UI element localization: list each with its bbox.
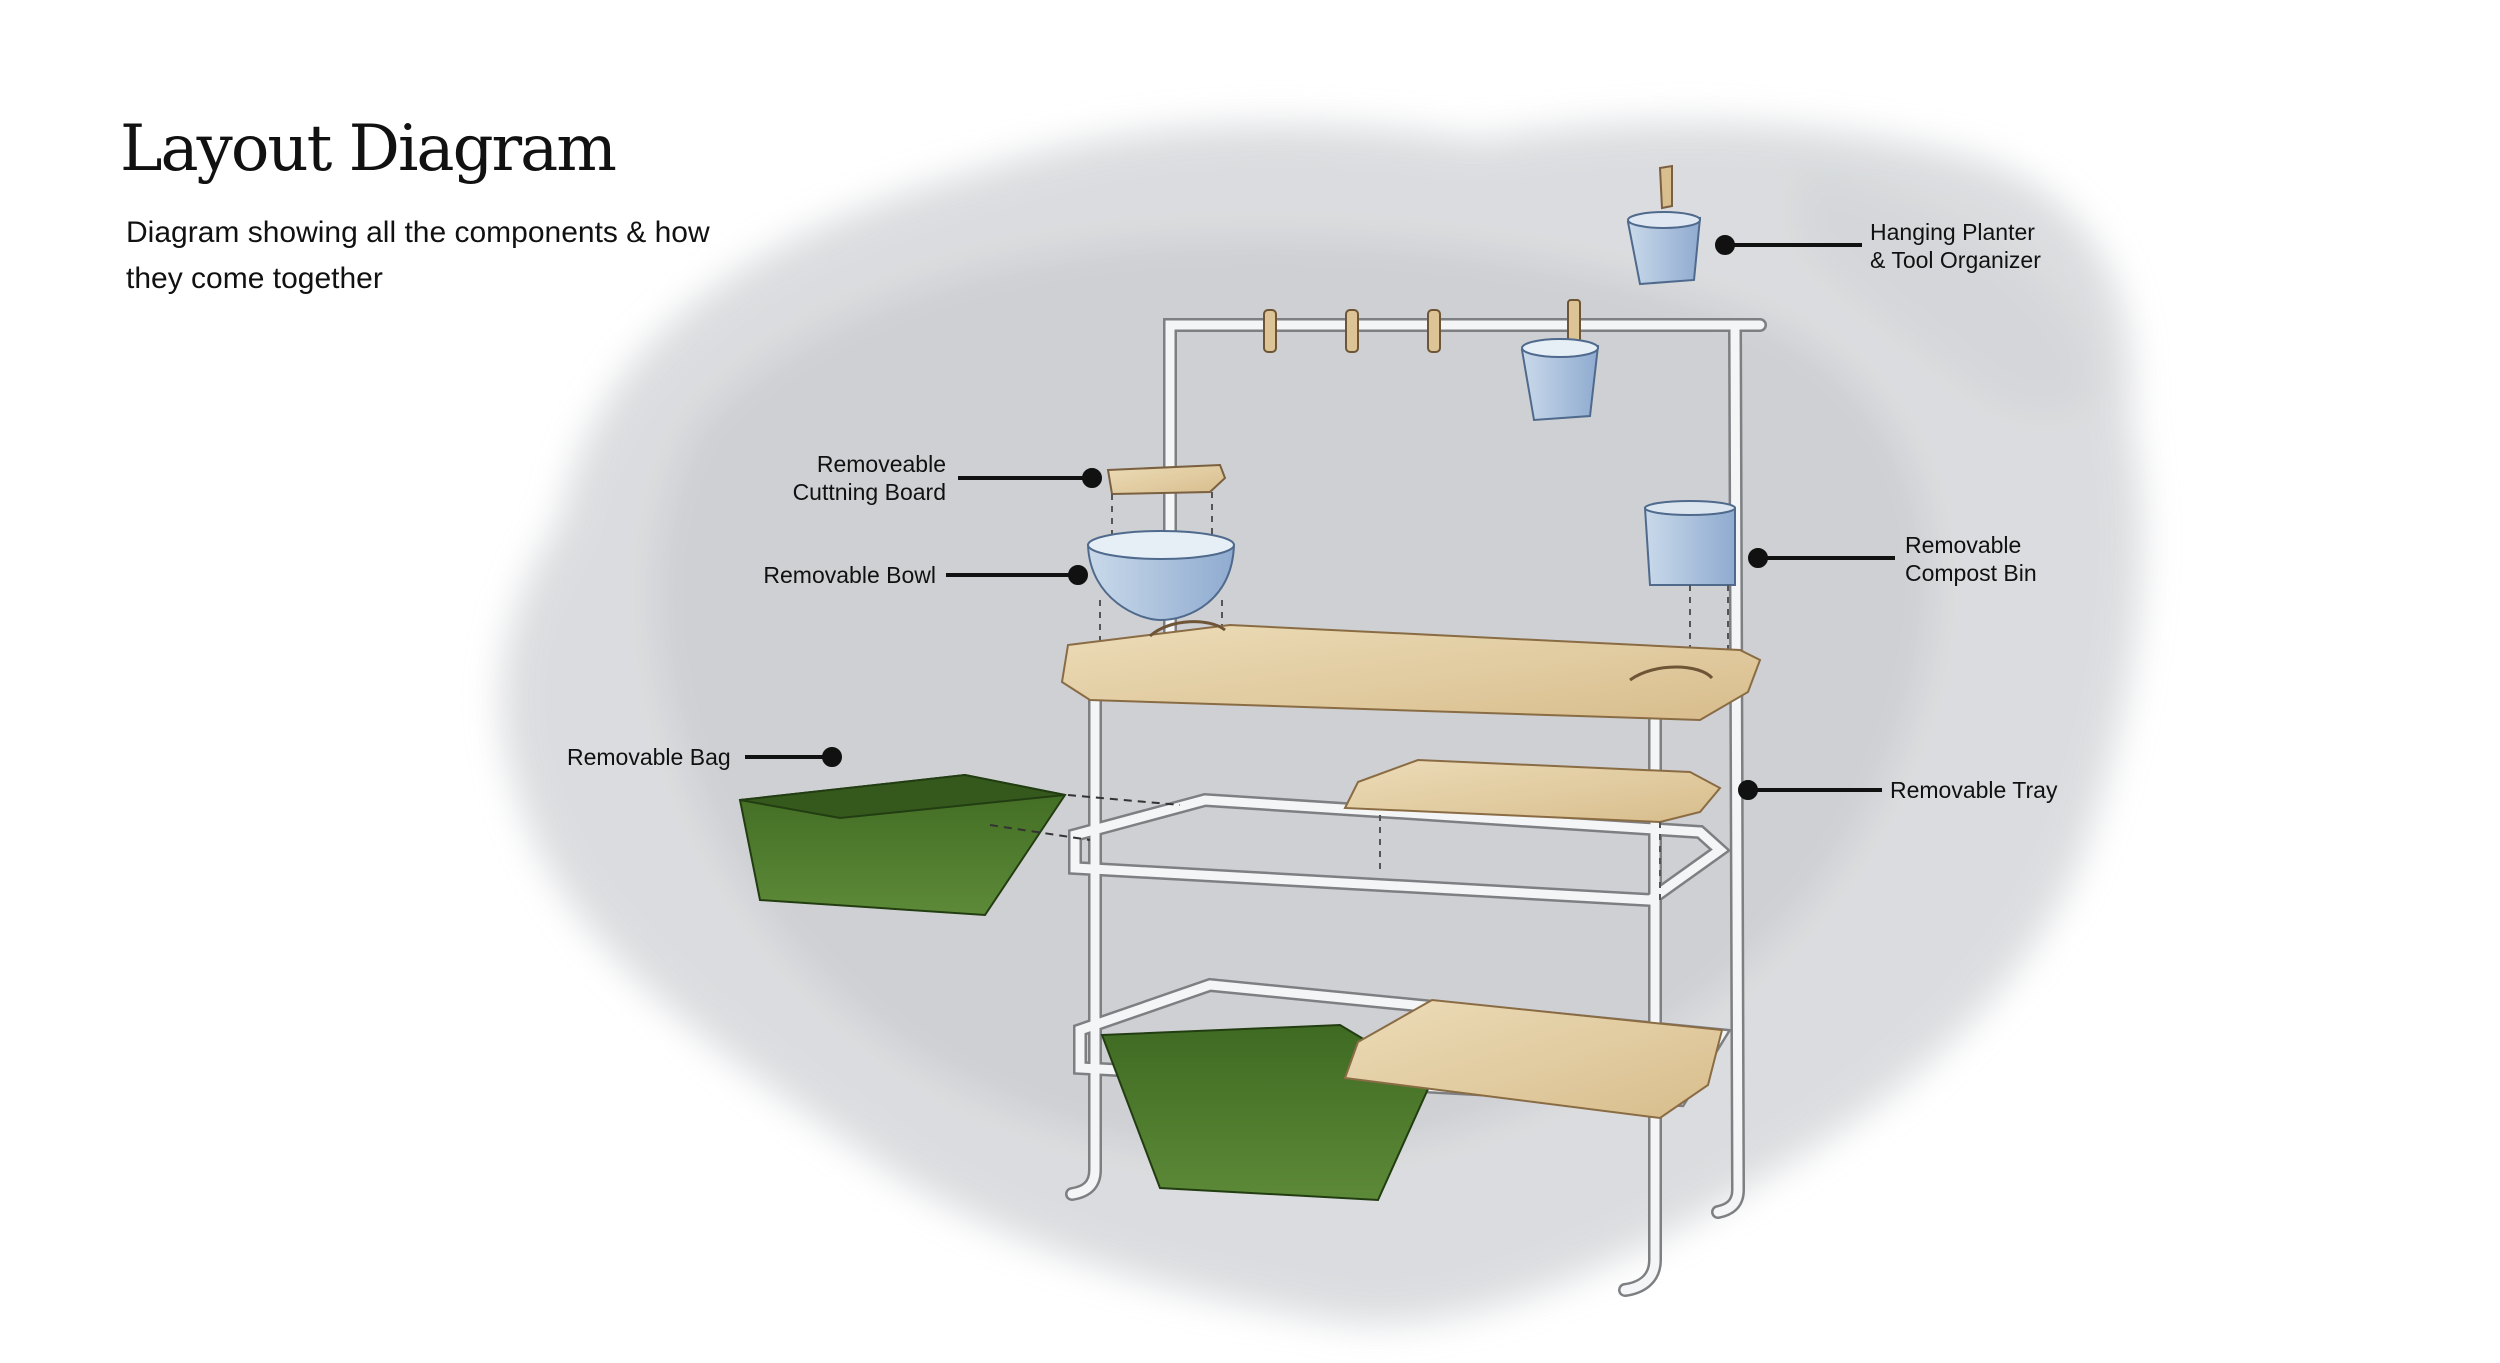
label-tray: Removable Tray	[1890, 777, 2058, 803]
removable-bag-floating	[738, 773, 1181, 917]
label-cutting-board: Removeable Cuttning Board	[792, 451, 946, 505]
label-hanging-planter: Hanging Planter & Tool Organizer	[1870, 219, 2041, 273]
removable-bowl	[1086, 530, 1236, 640]
compost-bin	[1643, 500, 1736, 665]
label-bowl: Removable Bowl	[763, 562, 936, 588]
cutting-board	[1106, 463, 1227, 540]
countertop	[1060, 620, 1762, 722]
page-subtitle: Diagram showing all the components & how…	[126, 216, 710, 295]
callout-leaders	[745, 235, 1895, 800]
rail-hooks	[1263, 309, 1441, 353]
bottom-shelf	[1343, 998, 1724, 1120]
label-bag: Removable Bag	[567, 744, 731, 770]
hanging-planter-cup	[1520, 299, 1600, 422]
removable-tray	[1343, 758, 1722, 900]
hanging-planter-cup-floating	[1626, 164, 1702, 286]
label-compost-bin: Removable Compost Bin	[1905, 532, 2037, 586]
page-title: Layout Diagram	[120, 112, 617, 186]
